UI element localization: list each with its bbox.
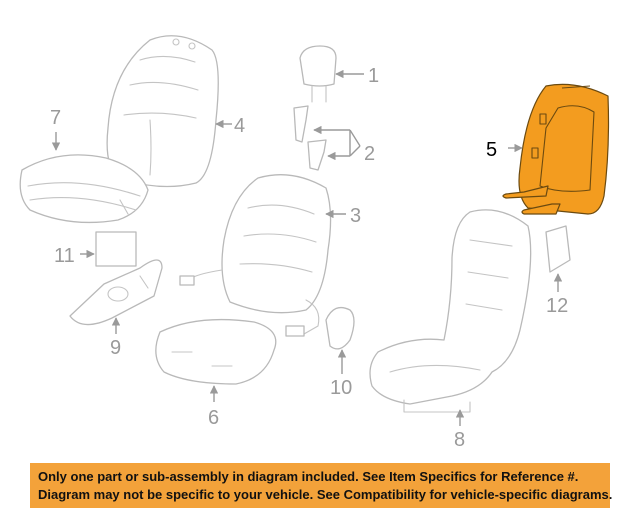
part-4-seat-back-cover: [106, 35, 219, 188]
disclaimer-line-2: Diagram may not be specific to your vehi…: [38, 487, 613, 502]
part-10-cover: [325, 306, 355, 350]
callout-4: 4: [234, 115, 245, 137]
callout-1: 1: [368, 65, 379, 87]
part-2-headrest-guides: [293, 105, 327, 171]
part-1-headrest: [299, 45, 337, 103]
part-8-seat-frame: [369, 209, 532, 413]
parts-diagram: 1 2 3 4 5 6 7 8 9 10 11 12: [19, 35, 610, 451]
part-11-module: [95, 231, 137, 267]
callout-8: 8: [454, 429, 465, 451]
part-7-cushion-cover: [19, 154, 149, 224]
callout-2: 2: [364, 143, 375, 165]
disclaimer-banner: Only one part or sub-assembly in diagram…: [30, 463, 613, 508]
part-12-switch: [545, 225, 571, 273]
part-3-seat-back-frame: [179, 174, 332, 337]
part-9-side-trim: [69, 259, 163, 326]
callout-7: 7: [50, 107, 61, 129]
callout-9: 9: [110, 337, 121, 359]
callout-labels: 1 2 3 4 5 6 7 8 9 10 11 12: [50, 65, 568, 451]
callout-3: 3: [350, 205, 361, 227]
callout-11: 11: [54, 245, 75, 267]
part-6-cushion-pad: [155, 318, 277, 385]
leader-lines: [51, 69, 563, 426]
callout-10: 10: [330, 377, 352, 399]
part-5-seat-back-pad: [502, 83, 610, 215]
callout-6: 6: [208, 407, 219, 429]
disclaimer-line-1: Only one part or sub-assembly in diagram…: [38, 469, 579, 484]
callout-12: 12: [546, 295, 568, 317]
callout-5: 5: [486, 139, 497, 161]
